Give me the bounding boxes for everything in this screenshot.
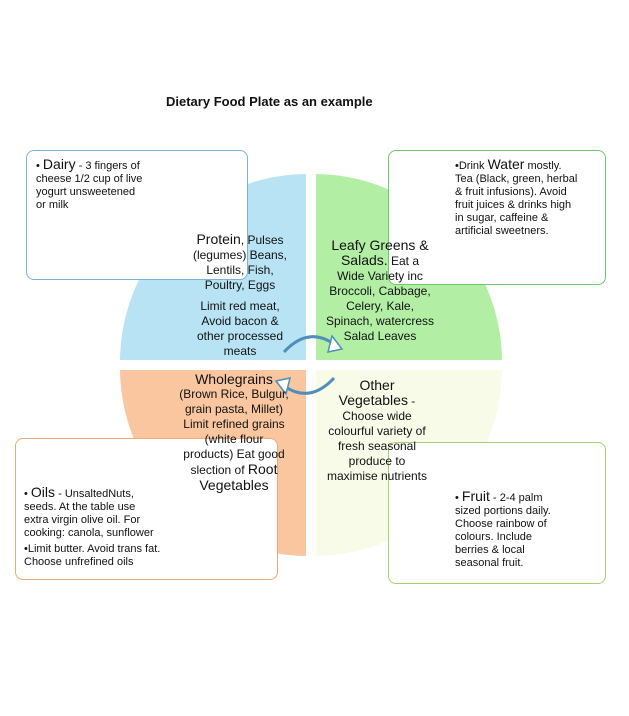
protein-heading: Protein bbox=[196, 231, 241, 247]
wholegrains-line: Limit refined grains bbox=[183, 417, 285, 431]
leafy-heading: Salads. bbox=[340, 252, 388, 268]
water-line: Tea (Black, green, herbal bbox=[455, 173, 578, 185]
leafy-line: Broccoli, Cabbage, bbox=[329, 284, 431, 298]
protein-line: (legumes) Beans, bbox=[192, 248, 288, 262]
wholegrains-line: products) Eat good bbox=[183, 447, 285, 461]
other-heading: Other bbox=[359, 377, 395, 393]
dairy-line: yogurt unsweetened bbox=[36, 186, 136, 198]
water-heading: Water bbox=[487, 156, 525, 172]
other-vegetables-text: Other Vegetables - Choose wide colourful… bbox=[312, 378, 442, 484]
oils-heading: Oils bbox=[30, 484, 56, 500]
oils-line: - UnsaltedNuts, bbox=[55, 488, 134, 500]
other-dash: - bbox=[407, 394, 416, 408]
water-line: & fruit infusions). Avoid bbox=[455, 186, 567, 198]
oils-line: Limit butter. Avoid trans fat. bbox=[27, 543, 161, 555]
leafy-greens-text: Leafy Greens & Salads. Eat a Wide Variet… bbox=[316, 238, 444, 344]
protein-limit-line: other processed bbox=[196, 329, 284, 343]
protein-line: , Pulses bbox=[240, 233, 284, 247]
fruit-line: sized portions daily. bbox=[455, 505, 551, 517]
water-text: •Drink Water mostly. Tea (Black, green, … bbox=[455, 156, 603, 238]
page-title: Dietary Food Plate as an example bbox=[166, 94, 373, 109]
bullet-icon: • bbox=[455, 492, 459, 504]
fruit-line: seasonal fruit. bbox=[455, 557, 524, 569]
protein-limit-line: Limit red meat, bbox=[200, 299, 280, 313]
other-line: produce to bbox=[348, 454, 406, 468]
water-line: fruit juices & drinks high bbox=[455, 199, 572, 211]
oils-text: • Oils - UnsaltedNuts, seeds. At the tab… bbox=[24, 484, 274, 569]
other-heading: Vegetables bbox=[338, 392, 408, 408]
fruit-heading: Fruit bbox=[461, 488, 490, 504]
wholegrains-line: (white flour bbox=[204, 432, 264, 446]
protein-text: Protein, Pulses (legumes) Beans, Lentils… bbox=[182, 232, 298, 359]
water-line: in sugar, caffeine & bbox=[455, 212, 549, 224]
wholegrains-line: (Brown Rice, Bulgur, bbox=[179, 387, 289, 401]
dairy-heading: Dairy bbox=[42, 156, 76, 172]
dairy-line: - 3 fingers of bbox=[75, 160, 140, 172]
leafy-line: Spinach, watercress bbox=[325, 314, 435, 328]
protein-limit-line: meats bbox=[223, 344, 257, 358]
dairy-text: • Dairy - 3 fingers of cheese 1/2 cup of… bbox=[36, 156, 236, 212]
wholegrains-line: grain pasta, Millet) bbox=[184, 402, 284, 416]
wholegrains-heading: Wholegrains bbox=[195, 371, 273, 387]
leafy-line: Wide Variety inc bbox=[337, 269, 423, 283]
leafy-line: Celery, Kale, bbox=[346, 299, 414, 313]
dairy-box bbox=[26, 150, 248, 280]
fruit-line: Choose rainbow of bbox=[455, 518, 547, 530]
leafy-line: Eat a bbox=[387, 254, 420, 268]
oils-line: Choose unfrefined oils bbox=[24, 556, 134, 568]
fruit-line: - 2-4 palm bbox=[489, 492, 543, 504]
water-line: mostly. bbox=[524, 160, 562, 172]
other-line: maximise nutrients bbox=[326, 469, 428, 483]
leafy-heading: Leafy Greens & bbox=[331, 237, 429, 253]
fruit-text: • Fruit - 2-4 palm sized portions daily.… bbox=[455, 488, 603, 570]
bullet-icon: • bbox=[24, 543, 28, 555]
fruit-line: berries & local bbox=[455, 544, 525, 556]
oils-box bbox=[15, 438, 278, 580]
wholegrains-line: slection of bbox=[190, 463, 248, 477]
protein-line: Lentils, Fish, bbox=[206, 263, 274, 277]
dairy-line: or milk bbox=[36, 199, 69, 211]
vegetables-heading: Vegetables bbox=[199, 477, 269, 493]
oils-line: seeds. At the table use bbox=[24, 501, 136, 513]
bullet-icon: • bbox=[36, 160, 40, 172]
protein-limit-line: Avoid bacon & bbox=[201, 314, 279, 328]
root-heading: Root bbox=[247, 461, 278, 477]
bullet-icon: • bbox=[24, 488, 28, 500]
fruit-line: colours. Include bbox=[455, 531, 533, 543]
water-box bbox=[388, 150, 606, 285]
leafy-line: Salad Leaves bbox=[343, 329, 417, 343]
water-pre: Drink bbox=[458, 160, 488, 172]
oils-line: extra virgin olive oil. For bbox=[24, 514, 141, 526]
circular-arrows-icon bbox=[274, 334, 344, 396]
water-line: artificial sweetners. bbox=[455, 225, 549, 237]
protein-line: Poultry, Eggs bbox=[204, 278, 276, 292]
other-line: Choose wide bbox=[342, 409, 412, 423]
other-line: colourful variety of bbox=[328, 424, 426, 438]
bullet-icon: • bbox=[455, 160, 459, 172]
other-line: fresh seasonal bbox=[337, 439, 417, 453]
fruit-box bbox=[388, 442, 606, 584]
dairy-line: cheese 1/2 cup of live bbox=[36, 173, 143, 185]
wholegrains-text: Wholegrains (Brown Rice, Bulgur, grain p… bbox=[172, 372, 296, 493]
oils-line: cooking: canola, sunflower bbox=[24, 527, 154, 539]
